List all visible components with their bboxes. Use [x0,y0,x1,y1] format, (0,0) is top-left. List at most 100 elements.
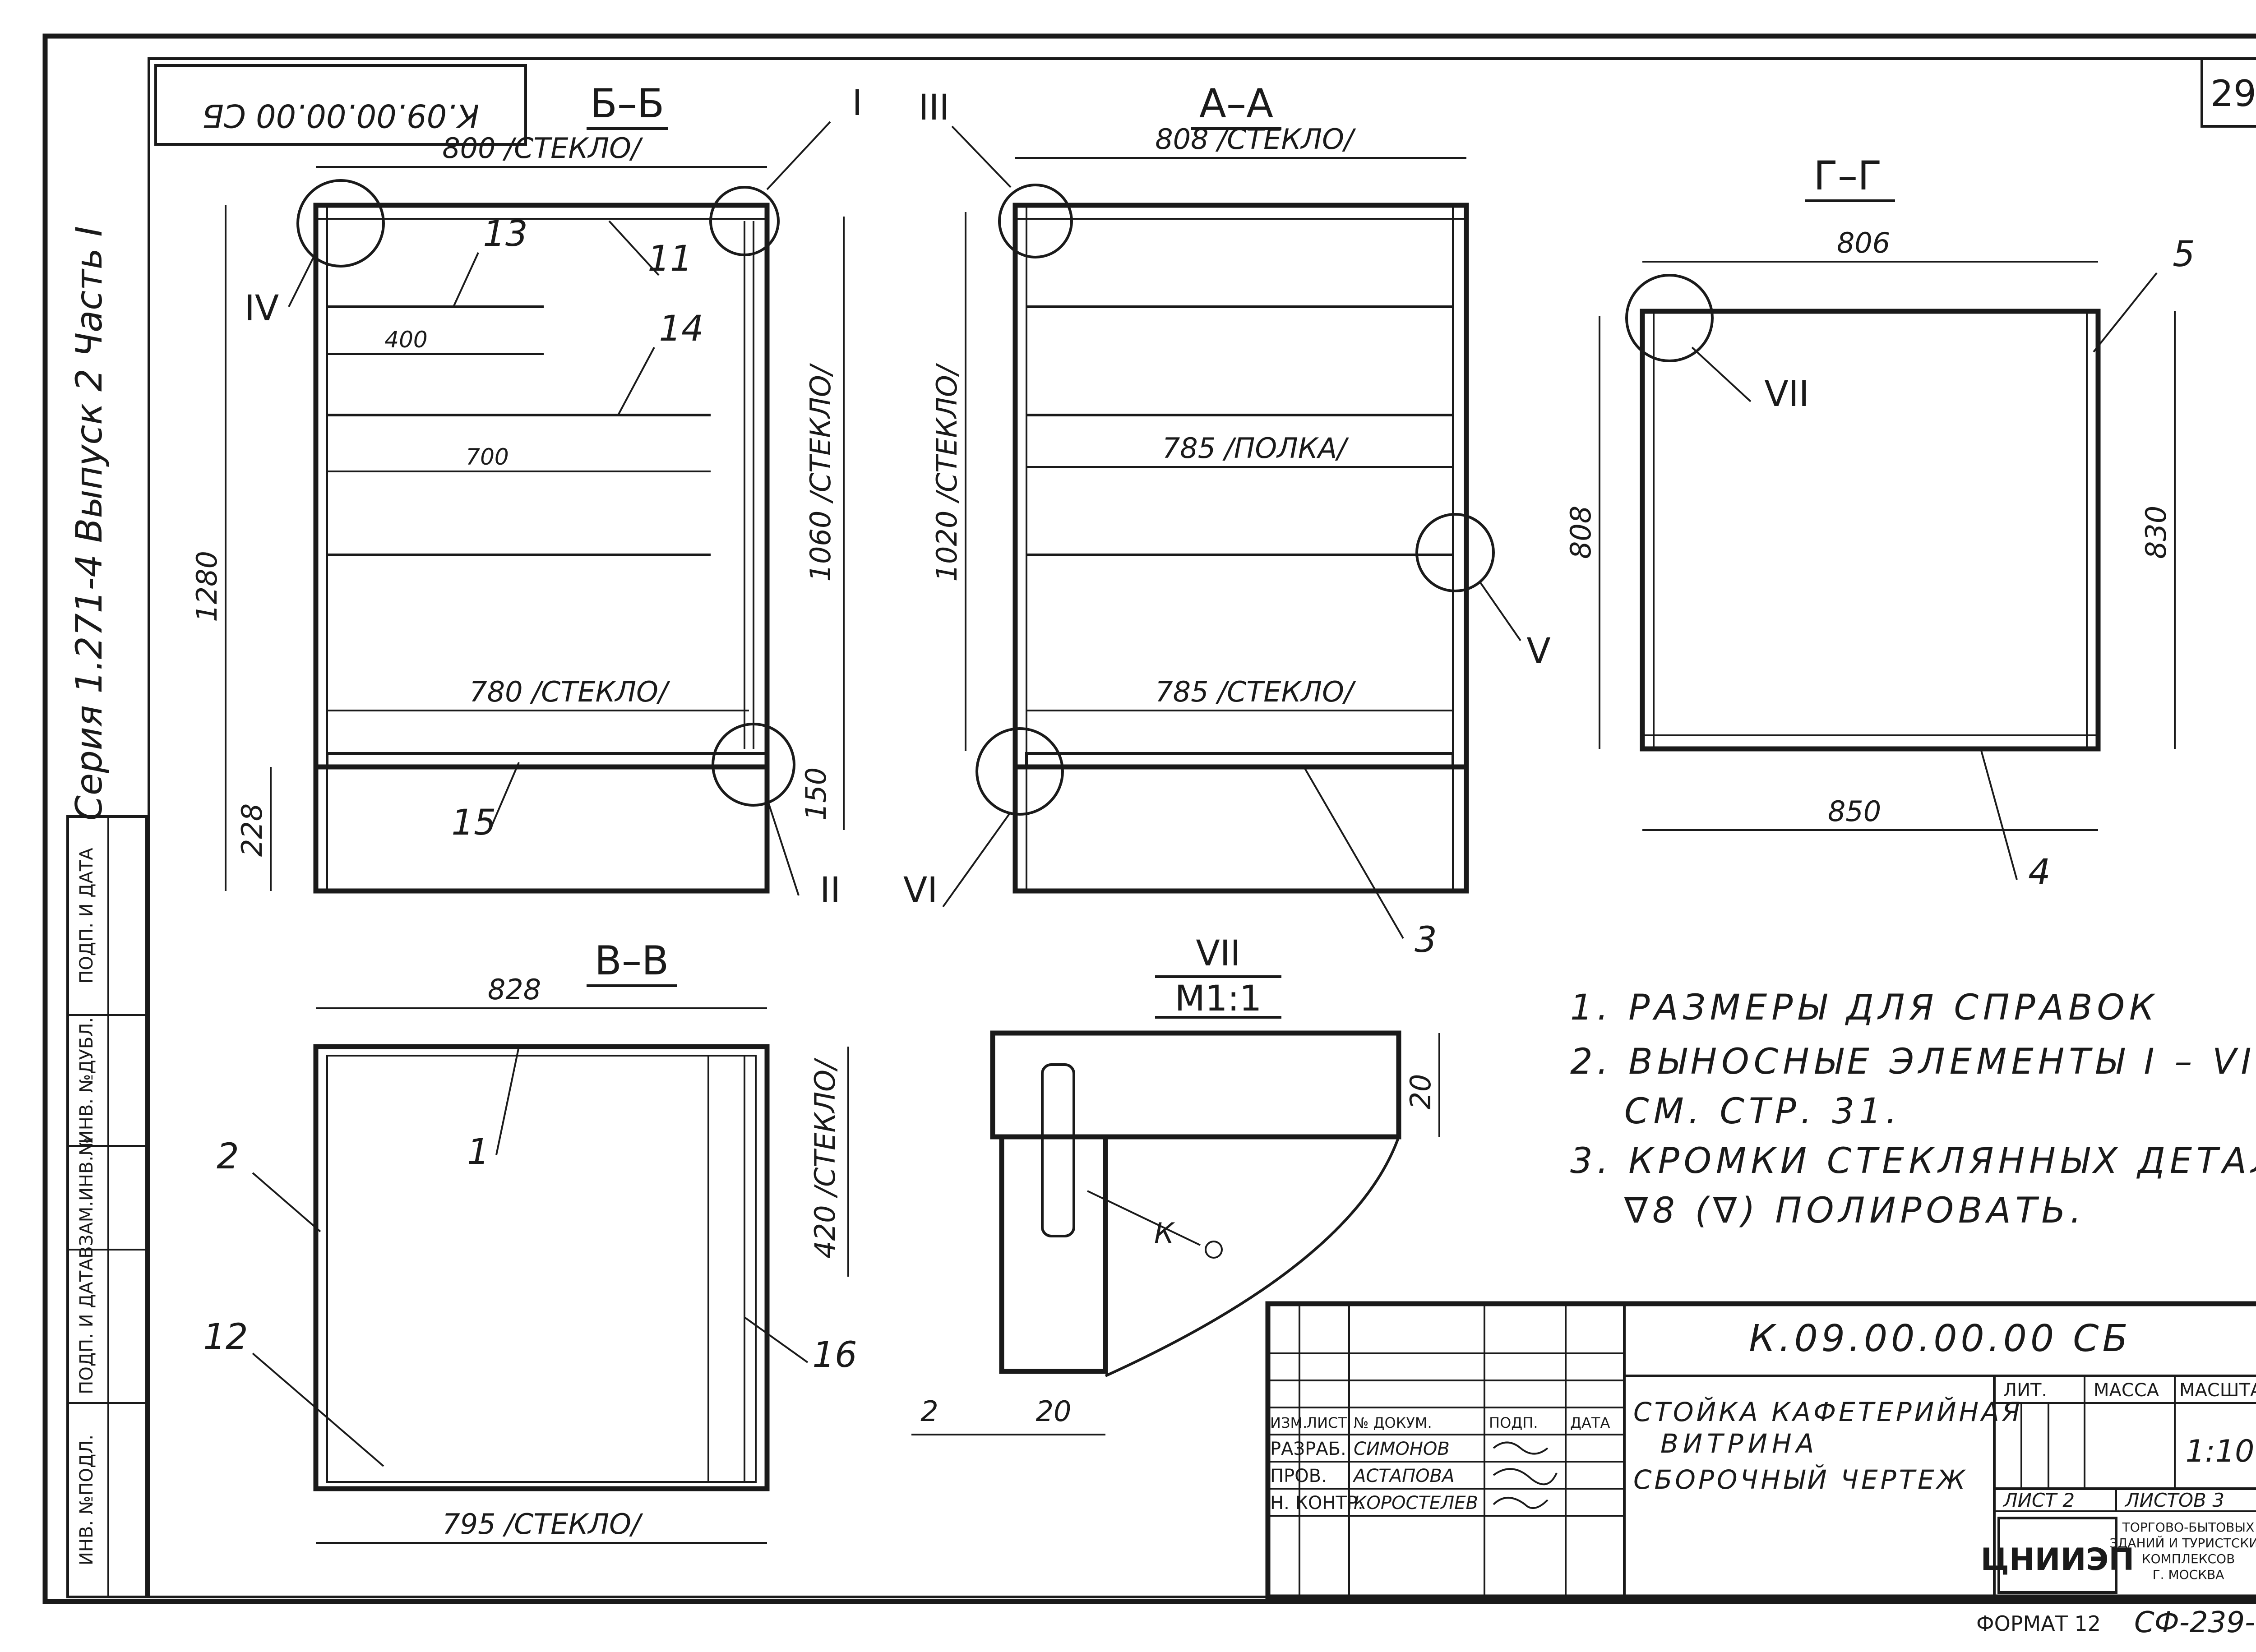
dim-vv-right: 420 /СТЕКЛО/ [809,1057,841,1259]
tb-title-line: ВИТРИНА [1660,1428,1818,1459]
dim-bb-plinth: 150 [800,767,832,821]
dim-gg-left: 808 [1564,506,1597,559]
dim-gg-bottom: 850 [1828,795,1881,828]
pos-14: 14 [659,309,703,349]
detail-vii: VII М1:1 20 20 2 К [911,933,1440,1435]
tb-header: ИЗМ. [1270,1414,1307,1431]
tb-sheets: ЛИСТОВ 3 [2124,1489,2224,1511]
tb-lit: ЛИТ. [2003,1380,2047,1401]
side-stamp-label: ИНВ. №ДУБЛ. [76,1017,97,1144]
detail-circle-vii [1625,274,1714,362]
rotated-doc-code: К.09.00.00.00 СБ [202,97,479,134]
series-label: Серия 1.271-4 Выпуск 2 Часть I [68,226,110,821]
dim-aa-glass-width: 808 /СТЕКЛО/ [1155,123,1356,156]
pos-11: 11 [647,239,692,279]
pos-I: I [852,83,862,124]
sheet-frame: 29 К.09.00.00.00 СБ Серия 1.271-4 Выпуск… [42,33,2256,1639]
dim-detail-width: 20 [1036,1395,1072,1428]
dim-vv-bottom: 795 /СТЕКЛО/ [442,1508,643,1541]
notes: 1. РАЗМЕРЫ ДЛЯ СПРАВОК 2. ВЫНОСНЫЕ ЭЛЕМЕ… [1570,988,2256,1231]
dim-gg-top: 806 [1837,226,1890,259]
tb-header: ПОДП. [1489,1414,1538,1431]
weld-mark: К [1154,1217,1175,1250]
note-line: 3. КРОМКИ СТЕКЛЯННЫХ ДЕТАЛЕЙ* [1570,1140,2256,1181]
detail-vii-title: VII [1196,933,1240,974]
stamp-code: СФ-239-С [2134,1606,2256,1639]
org-line: ТОРГОВО-БЫТОВЫХ [2122,1520,2255,1535]
note-line: ∇8 (∇) ПОЛИРОВАТЬ. [1624,1191,2086,1231]
detail-circle-ii [712,723,795,807]
view-aa-title: А–А [1199,80,1273,127]
note-line: СМ. СТР. 31. [1624,1091,1901,1132]
side-stamp-label: ПОДП. И ДАТА [76,1258,97,1394]
dim-vv-top: 828 [488,973,541,1006]
pos-VII: VII [1764,374,1809,415]
org-line: Г. МОСКВА [2153,1567,2224,1582]
dim-bb-glass-width: 800 /СТЕКЛО/ [442,132,643,165]
view-gg-title: Г–Г [1813,152,1882,199]
tb-name: АСТАПОВА [1352,1466,1454,1486]
pos-IV: IV [245,288,279,329]
tb-scale: МАСШТАБ [2179,1380,2256,1401]
note-line: 1. РАЗМЕРЫ ДЛЯ СПРАВОК [1570,988,2159,1028]
pos-12: 12 [203,1317,248,1357]
org-logo: ЦНИИЭП [1981,1542,2135,1578]
dim-detail-gap: 2 [920,1395,938,1428]
side-stamp-label: ВЗАМ.ИНВ.№ [76,1137,97,1258]
tb-header: ЛИСТ [1306,1414,1347,1431]
detail-circle-vi [975,727,1064,816]
pos-4: 4 [2028,852,2051,893]
signature [1493,1441,1558,1509]
detail-circle-iii [998,184,1073,258]
tb-header: ДАТА [1570,1414,1610,1431]
view-aa: А–А 808 /СТЕКЛО/ 1020 /СТЕКЛО/ 785 /ПОЛК… [903,80,1551,960]
dim-bb-glass-height: 1060 /СТЕКЛО/ [804,363,837,581]
dim-bb-base: 228 [236,803,268,857]
tb-mass: МАССА [2094,1380,2159,1401]
pos-15: 15 [451,803,496,843]
pos-1: 1 [467,1132,490,1172]
tb-doc-code: К.09.00.00.00 СБ [1749,1317,2131,1360]
tb-title-line: СБОРОЧНЫЙ ЧЕРТЕЖ [1633,1464,1968,1495]
view-vv: В–В 828 795 /СТЕКЛО/ 420 /СТЕКЛО/ 1 2 12… [203,937,857,1544]
view-vv-title: В–В [595,937,669,984]
dim-aa-glass-height: 1020 /СТЕКЛО/ [930,363,963,581]
pos-II: II [820,870,841,911]
tb-role: Н. КОНТР. [1270,1493,1364,1514]
detail-circle-v [1415,513,1495,592]
note-line: 2. ВЫНОСНЫЕ ЭЛЕМЕНТЫ I – VI [1570,1042,2256,1082]
tb-name: СИМОНОВ [1354,1439,1450,1459]
dim-bb-bottom-glass: 780 /СТЕКЛО/ [469,675,670,708]
dim-bb-height: 1280 [190,551,223,622]
pos-V: V [1526,631,1550,672]
tb-title-line: СТОЙКА КАФЕТЕРИЙНАЯ [1633,1396,2023,1427]
pos-13: 13 [483,214,527,254]
dim-gg-right: 830 [2140,506,2173,559]
title-block: ИЗМ. ЛИСТ № ДОКУМ. ПОДП. ДАТА РАЗРАБ. СИ… [1265,1301,2256,1600]
tb-role: ПРОВ. [1270,1466,1327,1486]
dim-bb-shelf14: 700 [466,444,509,470]
side-stamp-label: ПОДП. И ДАТА [76,848,97,984]
detail-vii-scale: М1:1 [1175,978,1262,1019]
pos-2: 2 [217,1136,239,1177]
pos-III: III [918,88,949,128]
org-line: ЗДАНИЙ И ТУРИСТСКИХ [2110,1535,2256,1550]
pos-3: 3 [1415,920,1437,960]
dim-aa-bottom-glass: 785 /СТЕКЛО/ [1155,675,1356,708]
dim-aa-shelf: 785 /ПОЛКА/ [1162,432,1349,465]
side-stamp-label: ИНВ. №ПОДЛ. [76,1435,97,1565]
side-stamp: ИНВ. №ПОДЛ. ПОДП. И ДАТА ВЗАМ.ИНВ.№ ИНВ.… [66,815,148,1598]
view-gg: Г–Г 806 808 830 850 5 4 VII [1564,152,2195,893]
tb-name: КОРОСТЕЛЕВ [1354,1493,1478,1514]
pos-VI: VI [903,870,938,911]
tb-scale-value: 1:10 [2186,1434,2255,1469]
tb-sheet: ЛИСТ 2 [2002,1489,2075,1511]
tb-role: РАЗРАБ. [1270,1439,1346,1459]
format-label: ФОРМАТ 12 [1976,1611,2101,1636]
org-line: КОМПЛЕКСОВ [2142,1551,2235,1566]
pos-5: 5 [2173,234,2195,275]
page-number: 29 [2210,73,2256,115]
tb-header: № ДОКУМ. [1354,1414,1432,1431]
pos-16: 16 [812,1335,857,1375]
